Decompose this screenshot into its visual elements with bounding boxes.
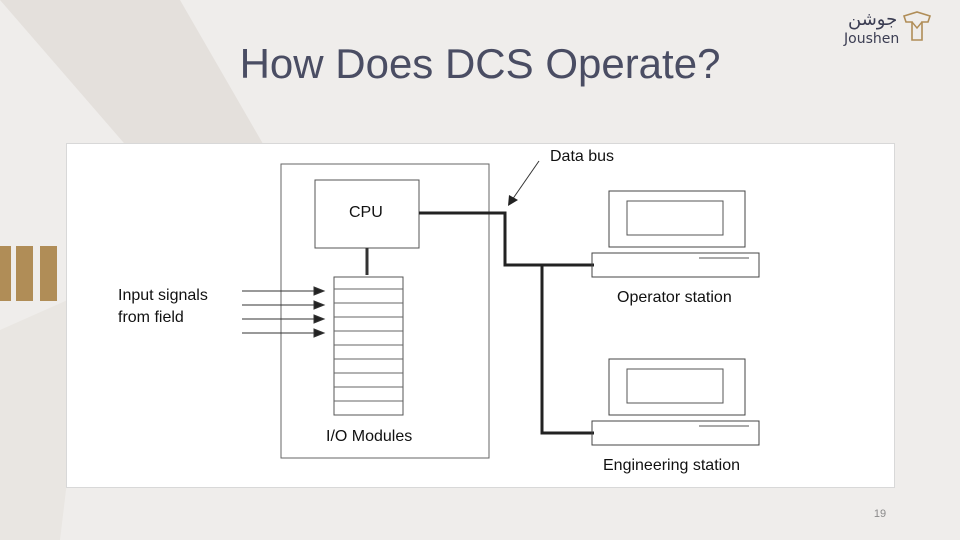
- data-bus-line: [419, 211, 594, 267]
- company-logo: جوشن Joushen: [842, 8, 934, 48]
- logo-arabic-text: جوشن: [848, 9, 898, 30]
- operator-station-label: Operator station: [617, 289, 732, 306]
- data-bus-pointer-arrowhead: [508, 195, 518, 206]
- io-modules-label: I/O Modules: [326, 428, 413, 445]
- engineering-station-computer: [591, 358, 760, 446]
- diagram-panel: [66, 143, 895, 488]
- from-field-label: from field: [118, 309, 184, 326]
- logo-latin-text: Joushen: [844, 31, 900, 47]
- input-signals-label: Input signals: [118, 287, 208, 304]
- data-bus-branch: [540, 265, 594, 435]
- shield-emblem-icon: [902, 11, 932, 41]
- controller-cabinet: [280, 163, 490, 459]
- slide-title: How Does DCS Operate?: [239, 40, 721, 87]
- dcs-diagram: Data bus CPU Input signals from field Op…: [66, 143, 895, 488]
- page-number: 19: [873, 508, 887, 520]
- data-bus-pointer: [511, 160, 540, 201]
- dcs-diagram-drawing: [66, 143, 895, 488]
- gold-bars-decoration: [0, 246, 57, 301]
- cpu-label: CPU: [349, 204, 383, 221]
- engineering-station-label: Engineering station: [603, 457, 740, 474]
- data-bus-label: Data bus: [550, 148, 615, 165]
- operator-station-computer: [591, 190, 760, 278]
- io-module-stack: [333, 276, 404, 416]
- input-signal-arrows: [242, 286, 326, 338]
